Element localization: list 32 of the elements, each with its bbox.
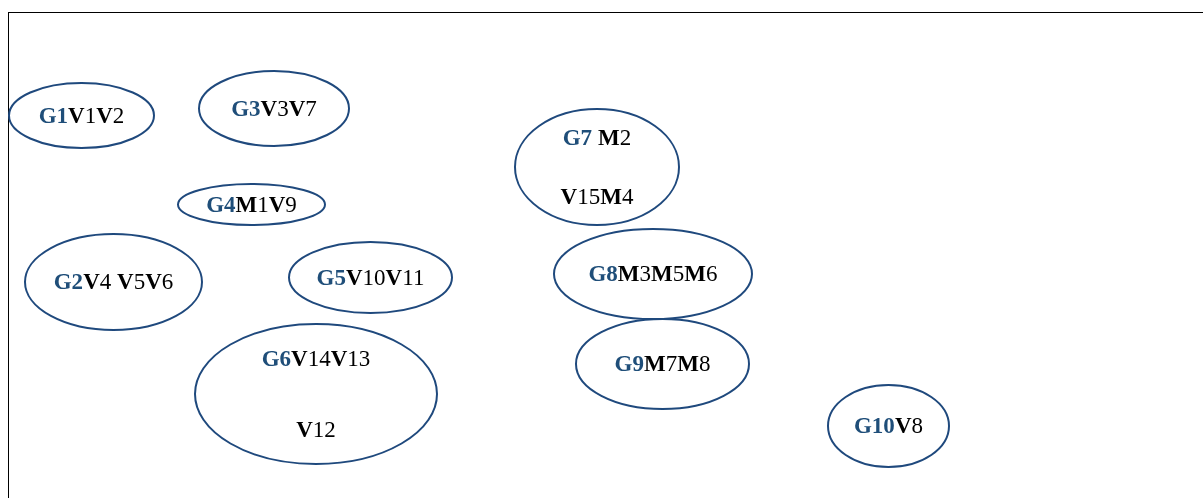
group-label: G6 bbox=[261, 345, 292, 372]
group-ellipse bbox=[24, 233, 203, 331]
member-list: M7M8 bbox=[643, 351, 711, 377]
group-label: G7 bbox=[562, 124, 593, 151]
member-list: M1V9 bbox=[235, 191, 297, 218]
group-label: G8 bbox=[588, 261, 618, 287]
member-list: V15M4 bbox=[560, 183, 634, 210]
group-ellipse bbox=[827, 384, 950, 468]
member-list: V14V13 bbox=[291, 345, 371, 372]
group-ellipse bbox=[288, 241, 453, 314]
member-list: V4 V5V6 bbox=[83, 269, 174, 295]
group-label: G4 bbox=[206, 191, 236, 218]
member-list: V10V11 bbox=[346, 264, 425, 291]
member-list: V12 bbox=[296, 416, 336, 443]
group-label: G3 bbox=[231, 95, 261, 122]
group-ellipse bbox=[8, 82, 155, 149]
group-ellipse bbox=[553, 228, 753, 320]
member-list: V8 bbox=[894, 413, 923, 439]
group-label: G5 bbox=[316, 264, 346, 291]
group-label: G9 bbox=[614, 351, 644, 377]
group-ellipse bbox=[194, 323, 438, 465]
group-label: G1 bbox=[38, 102, 69, 129]
member-list: M2 bbox=[598, 124, 632, 151]
group-label: G10 bbox=[854, 413, 895, 439]
member-list: V3V7 bbox=[260, 95, 317, 122]
group-ellipse bbox=[177, 183, 326, 226]
group-ellipse bbox=[198, 70, 350, 147]
group-ellipse bbox=[514, 108, 680, 226]
group-ellipse bbox=[575, 318, 750, 410]
group-label: G2 bbox=[53, 269, 84, 295]
member-list: M3M5M6 bbox=[617, 261, 718, 287]
member-list: V1V2 bbox=[68, 102, 125, 129]
